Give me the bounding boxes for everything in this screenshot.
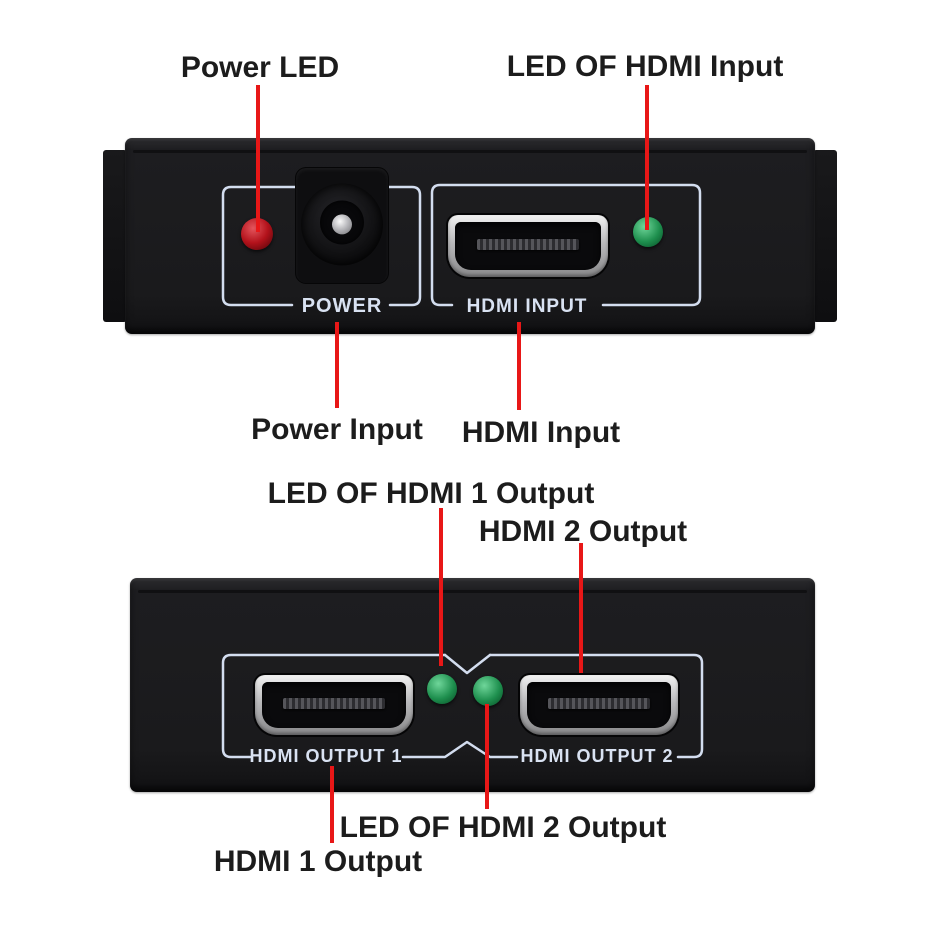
hdmi-output-1-led [427, 674, 457, 704]
panel-text-hdmi-input: HDMI INPUT [466, 296, 588, 317]
panel-text-hdmi-output-1: HDMI OUTPUT 1 [249, 746, 403, 766]
hdmi-output-2-port [520, 675, 678, 735]
callout-line-led-hdmi-2-out [485, 704, 489, 809]
label-hdmi-input: HDMI Input [461, 416, 621, 449]
hdmi-output-1-port [255, 675, 413, 735]
top-panel-right-flange [813, 150, 837, 322]
label-led-of-hdmi-2-output: LED OF HDMI 2 Output [339, 811, 667, 844]
bottom-panel-outline [221, 653, 704, 759]
hdmi-input-port-pins [477, 239, 579, 250]
label-power-input: Power Input [251, 413, 423, 446]
panel-text-power: POWER [301, 295, 383, 317]
callout-line-led-hdmi-1-out [439, 508, 443, 666]
hdmi-output-1-port-pins [283, 698, 385, 709]
label-led-of-hdmi-input: LED OF HDMI Input [506, 50, 784, 83]
hdmi-input-port [448, 215, 608, 277]
top-panel-left-flange [103, 150, 127, 322]
panel-text-hdmi-output-2: HDMI OUTPUT 2 [520, 746, 674, 766]
label-power-led: Power LED [180, 51, 340, 84]
dc-jack-pin [332, 213, 352, 234]
top-panel-outline [221, 183, 702, 307]
top-panel: POWER HDMI INPUT [125, 138, 815, 334]
callout-line-hdmi-1-output [330, 766, 334, 843]
bottom-panel-lid-seam [138, 590, 807, 593]
label-led-of-hdmi-1-output: LED OF HDMI 1 Output [267, 477, 595, 510]
bottom-panel: HDMI OUTPUT 1 HDMI OUTPUT 2 [130, 578, 815, 792]
label-hdmi-2-output: HDMI 2 Output [478, 515, 688, 548]
callout-line-hdmi-2-output [579, 543, 583, 673]
top-panel-lid-seam [133, 150, 807, 153]
callout-line-hdmi-input [517, 322, 521, 410]
callout-line-power-led [256, 85, 260, 232]
hdmi-output-2-port-pins [548, 698, 650, 709]
label-hdmi-1-output: HDMI 1 Output [213, 845, 423, 878]
dc-power-jack [296, 168, 388, 283]
callout-line-power-input [335, 322, 339, 408]
hdmi-output-2-led [473, 676, 503, 706]
callout-line-led-hdmi-input [645, 85, 649, 230]
